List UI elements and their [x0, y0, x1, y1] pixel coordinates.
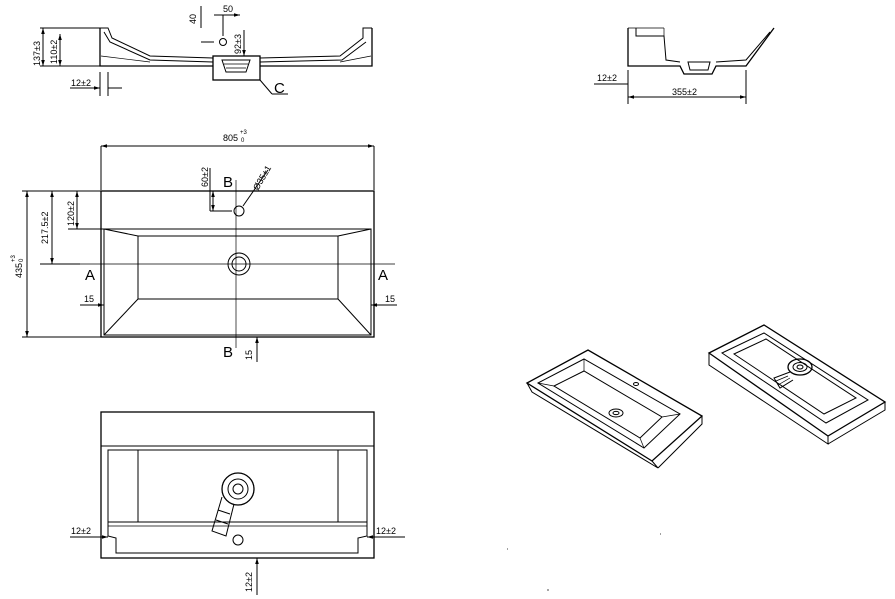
dim-12-small: 12±2 — [597, 73, 617, 83]
dim-12-bottom-left: 12±2 — [71, 526, 91, 536]
detail-label-c: C — [274, 80, 285, 97]
dim-217: 217.5±2 — [40, 212, 50, 244]
dim-60: 60±2 — [200, 167, 210, 187]
dim-137: 137±3 — [32, 41, 42, 66]
small-section-view: 355±2 12±2 — [594, 27, 775, 104]
side-section-outline — [99, 27, 373, 81]
drain-pipe — [211, 472, 255, 537]
dim-92: 92±3 — [233, 34, 243, 54]
dim-435-tol-bottom: 0 — [19, 258, 25, 262]
bottom-view-outline — [100, 411, 375, 559]
faucet-hole — [233, 205, 245, 217]
small-section-outline — [627, 27, 775, 75]
dim-355: 355±2 — [672, 87, 697, 97]
isometric-underside-view — [707, 324, 887, 445]
isometric-top-view — [525, 349, 704, 469]
dim-12-side: 12±2 — [71, 78, 91, 88]
section-marker-b-top: B — [223, 174, 233, 191]
dim-40: 40 — [188, 14, 198, 24]
dim-435: 435 — [14, 263, 24, 278]
underside-drain — [773, 358, 813, 389]
dim-805-tol-top: +3 — [240, 130, 248, 136]
dim-805: 805 — [223, 133, 238, 143]
side-section-view: 40 50 92±3 137±3 110±2 12±2 C — [32, 4, 373, 97]
dim-15-bottom: 15 — [244, 350, 254, 360]
plan-view: 805 +3 0 435 +3 0 217.5±2 120±2 60±2 Ø35… — [11, 130, 397, 362]
dim-110: 110±2 — [49, 40, 59, 64]
dim-50: 50 — [223, 4, 233, 14]
section-marker-a-right: A — [378, 267, 388, 284]
dim-hole-dia: Ø35±1 — [251, 164, 273, 192]
section-marker-b-bottom: B — [223, 344, 233, 361]
dim-120: 120±2 — [66, 201, 76, 226]
dim-15-left: 15 — [84, 294, 94, 304]
bottom-view: 12±2 12±2 12±2 — [70, 411, 405, 595]
dim-805-tol-bottom: 0 — [241, 138, 245, 144]
dim-15-right: 15 — [385, 294, 395, 304]
section-marker-a-left: A — [85, 267, 95, 284]
dim-12-bottom: 12±2 — [244, 572, 254, 592]
dim-12-bottom-right: 12±2 — [376, 526, 396, 536]
dim-435-tol-top: +3 — [11, 254, 17, 262]
bottom-faucet-hole — [232, 534, 244, 546]
